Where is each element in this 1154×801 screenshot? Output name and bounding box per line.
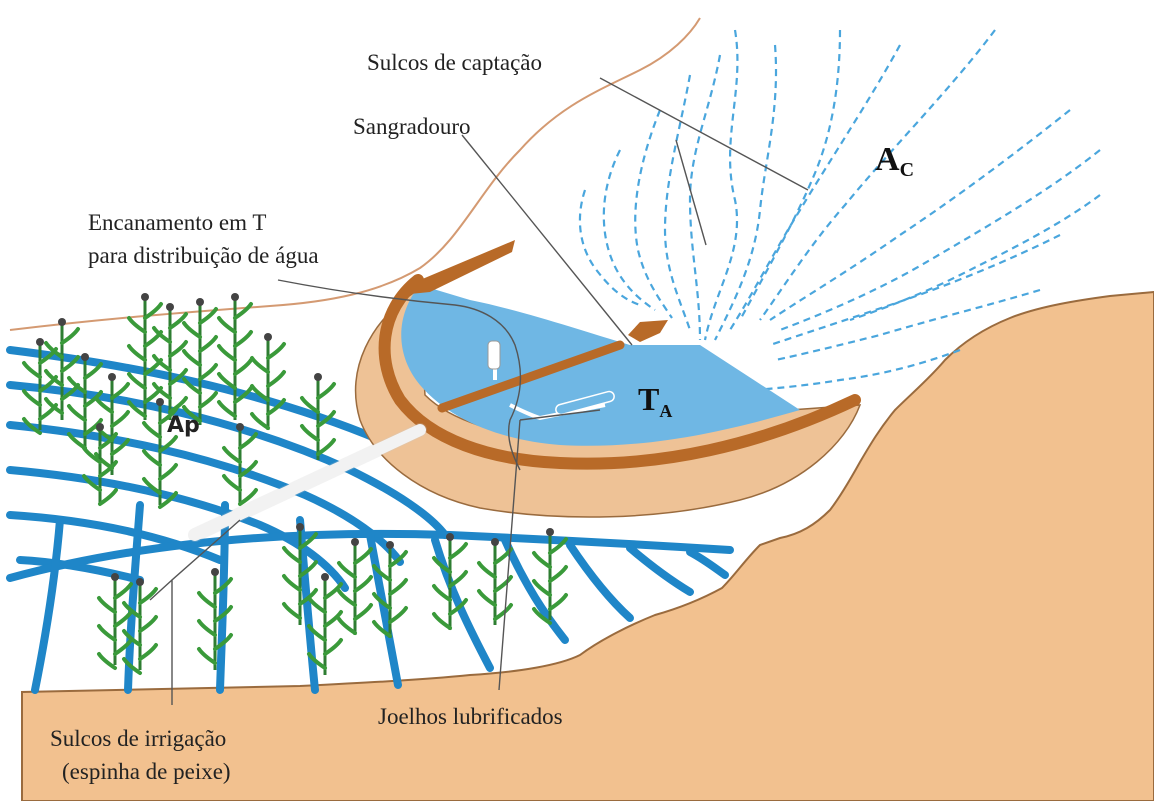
pipe-intake [488,341,500,369]
maize-plant-icon [46,318,78,420]
label-encanamento-line1: Encanamento em T [88,210,266,235]
catchment-ridge-line [10,18,700,330]
label-catchment-area: AC [875,141,914,181]
maize-plant-icon [184,298,216,425]
dam-left-cap [400,240,515,295]
spillway-icon [628,320,668,342]
label-sulcos-captacao: Sulcos de captação [367,50,542,75]
maize-plant-icon [252,333,284,430]
label-joelhos: Joelhos lubrificados [378,704,563,729]
maize-plant-icon [309,573,341,675]
label-encanamento-line2: para distribuição de água [88,243,319,268]
leader-sulcos-captacao-a [600,78,808,190]
maize-plant-icon [219,293,251,420]
label-sangradouro: Sangradouro [353,114,471,139]
label-planted-area: Ap [167,413,200,438]
water-tank [356,240,860,517]
label-sulcos-irrigacao-line2: (espinha de peixe) [62,759,231,784]
leader-sulcos-captacao-b [676,140,706,245]
label-sulcos-irrigacao-line1: Sulcos de irrigação [50,726,226,751]
